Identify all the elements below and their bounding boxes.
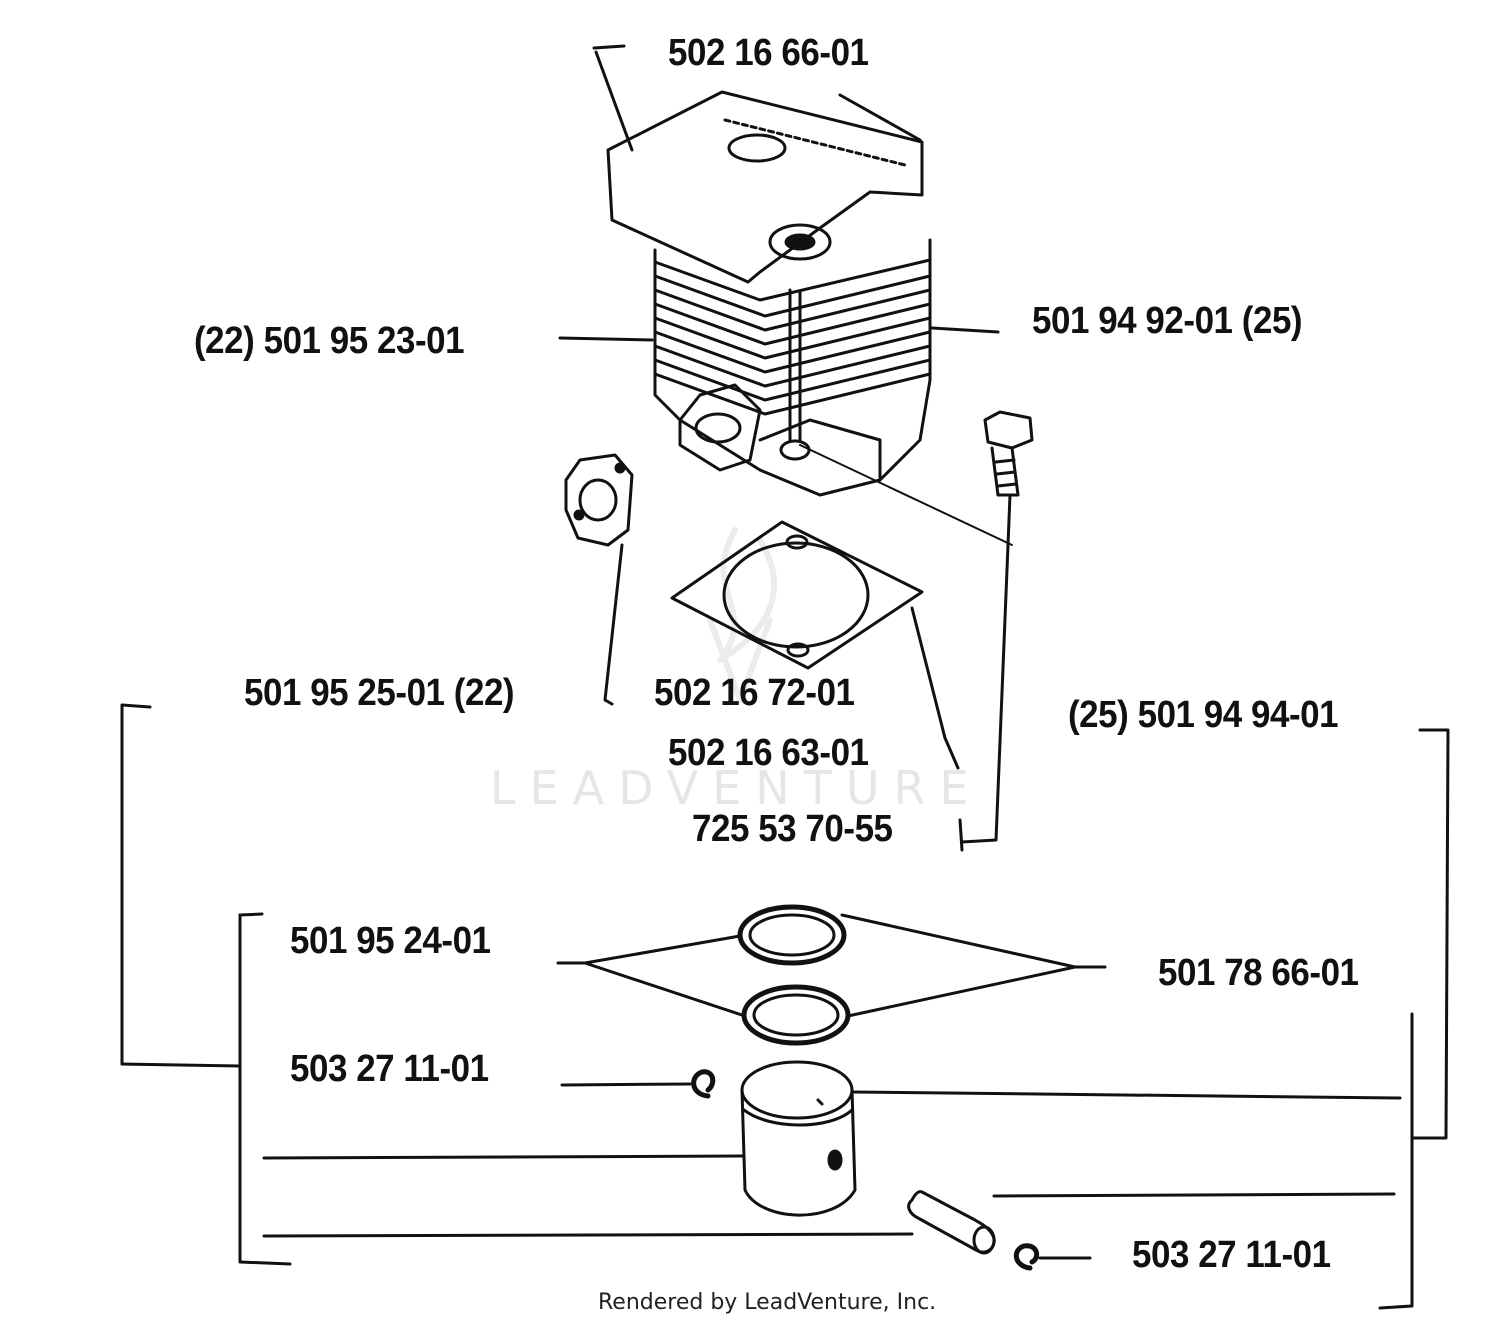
circlip-lower-part [1013,1243,1040,1271]
piston-part [740,1060,857,1217]
callout-exhaust-gasket: 501 95 25-01 (22) [244,672,515,714]
cylinder-cover-part [606,90,924,284]
callout-cylinder-right: 501 94 92-01 (25) [1032,300,1303,342]
piston-ring-upper-part [737,904,847,966]
base-gasket-part [670,520,924,670]
callout-piston-kit-right: (25) 501 94 94-01 [1068,694,1339,736]
footer-credit: Rendered by LeadVenture, Inc. [598,1290,937,1315]
piston-pin-part [907,1190,996,1255]
leader-lines [120,44,1450,1310]
exhaust-gasket-part [564,453,634,547]
callout-cylinder-left: (22) 501 95 23-01 [194,320,465,362]
piston-ring-lower-part [741,984,851,1046]
callout-circlip-bottom: 503 27 11-01 [1132,1234,1331,1276]
watermark-logo-icon [707,527,778,703]
circlip-upper-part [691,1069,716,1099]
callout-base-gasket-a: 502 16 72-01 [654,672,855,714]
cylinder-part [653,238,932,497]
watermark-text: LEADVENTURE [490,761,983,815]
callout-circlip-top: 503 27 11-01 [290,1048,489,1090]
screw-part [983,410,1034,497]
callout-cylinder-cover: 502 16 66-01 [668,32,869,74]
callout-base-gasket-b: 502 16 63-01 [668,732,869,774]
callout-piston-kit-left: 501 95 24-01 [290,920,491,962]
callout-piston-ring: 501 78 66-01 [1158,952,1359,994]
callout-screw: 725 53 70-55 [692,808,893,850]
